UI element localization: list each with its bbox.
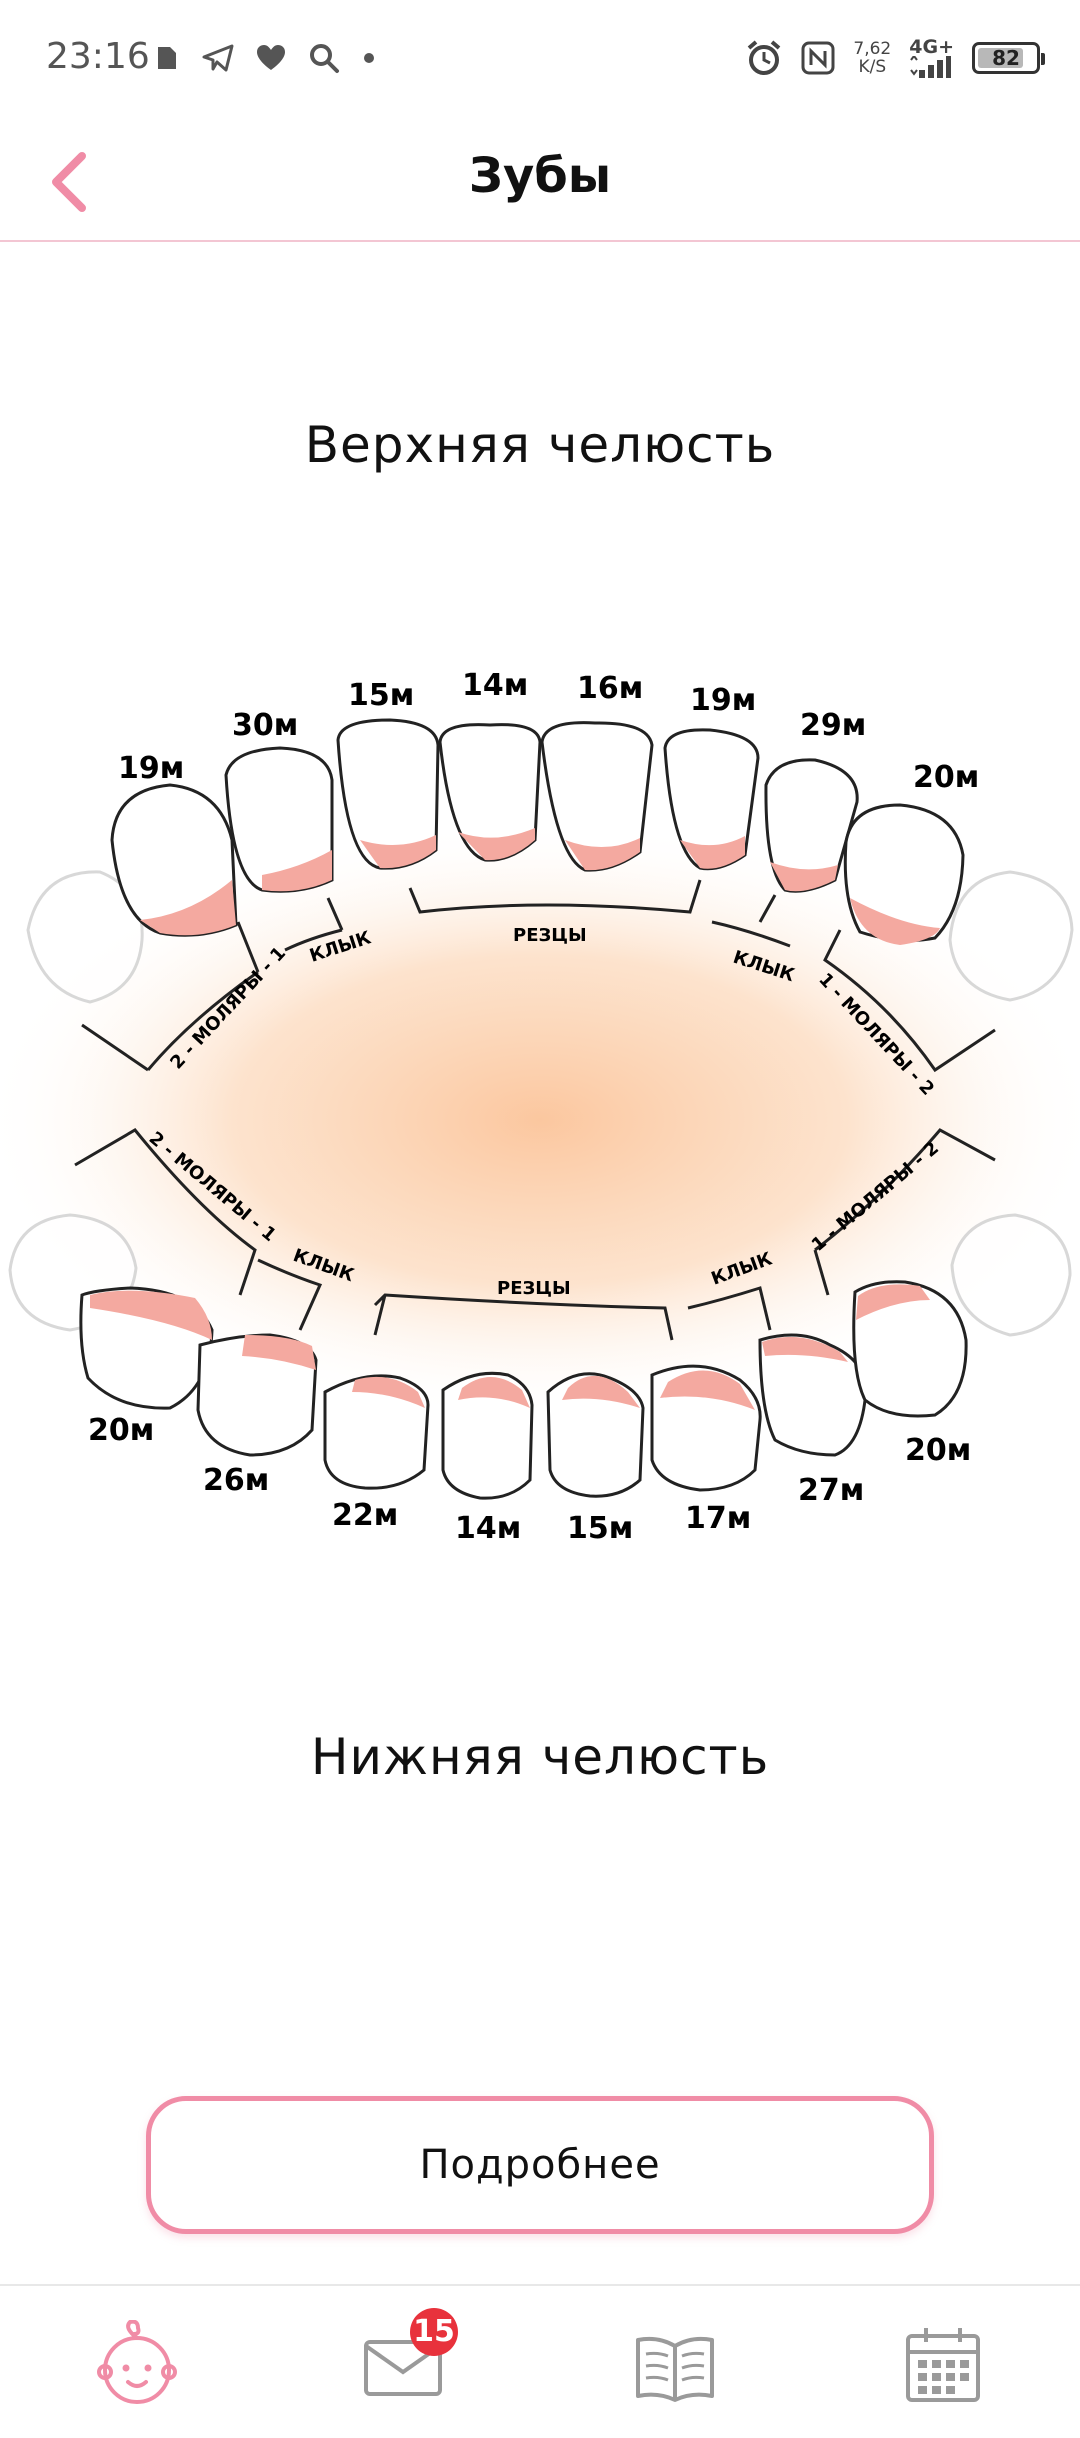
- lower-canine-left-bracket: [257, 1258, 323, 1331]
- mouth-glow: [0, 820, 1080, 1420]
- page-title: Зубы: [468, 148, 612, 204]
- gum-accent: [360, 835, 436, 869]
- gum-accent: [458, 828, 535, 861]
- lower-incisors-bracket: [373, 1293, 674, 1341]
- lower-tooth-age: 26м: [203, 1463, 269, 1498]
- lower-tooth-age: 20м: [88, 1413, 154, 1448]
- upper-incisors-label: РЕЗЦЫ: [513, 925, 587, 946]
- upper-tooth-age: 15м: [348, 678, 414, 713]
- status-right: 7,62 K/S 4G+ 82: [745, 36, 1045, 80]
- baby-face-icon: [97, 2319, 177, 2404]
- status-time: 23:16: [46, 36, 150, 77]
- telegram-icon: [202, 44, 234, 72]
- net-speed-value: 7,62: [853, 39, 892, 59]
- lower-jaw-title: Нижняя челюсть: [310, 1728, 770, 1786]
- app-bar: Зубы: [0, 120, 1080, 242]
- upper-tooth: [110, 783, 238, 937]
- gum-accent: [262, 850, 332, 892]
- gum-accent: [850, 898, 940, 945]
- network-indicator: 4G+: [909, 38, 954, 78]
- nav-item-articles[interactable]: [630, 2320, 720, 2410]
- back-button[interactable]: [34, 142, 114, 222]
- nav-item-baby[interactable]: [92, 2319, 182, 2410]
- gum-accent: [458, 1376, 530, 1408]
- more-details-button[interactable]: Подробнее: [146, 2096, 934, 2234]
- book-icon: [636, 2336, 714, 2402]
- upper-canine-left-bracket: [284, 897, 344, 952]
- search-icon: [310, 44, 339, 73]
- upper-incisors-bracket: [408, 879, 702, 914]
- nav-item-messages[interactable]: 15: [360, 2308, 458, 2410]
- upper-tooth: [843, 803, 965, 942]
- gum-accent: [562, 1375, 640, 1408]
- lower-tooth: [546, 1372, 645, 1498]
- upper-tooth-age: 14м: [462, 668, 528, 703]
- network-type: 4G+: [909, 36, 954, 58]
- faded-tooth: [950, 1213, 1072, 1337]
- upper-tooth-age: 29м: [800, 708, 866, 743]
- upper-jaw-title: Верхняя челюсть: [304, 416, 776, 474]
- upper-tooth-age: 30м: [232, 708, 298, 743]
- lower-molar-left-bracket: [74, 1128, 257, 1296]
- lower-tooth-age: 17м: [685, 1501, 751, 1536]
- chevron-left-icon: [52, 152, 86, 212]
- gum-accent: [856, 1284, 930, 1320]
- lower-tooth-age: 20м: [905, 1433, 971, 1468]
- teeth-diagram: 2 - МОЛЯРЫ - 1 КЛЫК РЕЗЦЫ КЛЫК 1 - МОЛЯР…: [0, 668, 1080, 1546]
- upper-tooth-age: 19м: [118, 751, 184, 786]
- lower-tooth-age: 22м: [332, 1498, 398, 1533]
- messages-badge: 15: [410, 2308, 458, 2356]
- gum-accent: [90, 1290, 212, 1340]
- gum-accent: [680, 836, 745, 869]
- battery-percent: 82: [992, 46, 1020, 70]
- nav-item-calendar[interactable]: [898, 2320, 988, 2410]
- battery-level: [978, 48, 1023, 68]
- lower-molar-right-bracket: [813, 1128, 996, 1296]
- upper-tooth-age: 16м: [577, 671, 643, 706]
- dot-icon: [364, 53, 374, 63]
- gum-accent: [565, 838, 640, 871]
- signal-icon: [910, 56, 952, 78]
- lower-tooth-age: 15м: [567, 1511, 633, 1546]
- gum-accent: [140, 880, 236, 936]
- bottom-navigation: 15: [0, 2284, 1080, 2438]
- lower-tooth: [323, 1374, 430, 1490]
- battery-icon: 82: [972, 42, 1045, 74]
- gum-accent: [762, 1336, 848, 1362]
- upper-molar-right-bracket: [823, 929, 996, 1073]
- faded-tooth: [948, 870, 1074, 1002]
- upper-tooth-age: 19м: [690, 683, 756, 718]
- heart-icon: [257, 45, 285, 70]
- net-speed: 7,62 K/S: [853, 40, 891, 76]
- lower-tooth: [441, 1371, 534, 1500]
- alarm-icon: [748, 40, 781, 75]
- lower-tooth: [852, 1280, 968, 1418]
- status-left-icons: [150, 38, 376, 78]
- lower-tooth: [758, 1333, 868, 1457]
- faded-tooth: [26, 870, 144, 1004]
- sim-icon: [158, 47, 176, 69]
- gum-accent: [352, 1376, 425, 1408]
- lower-tooth-age: 14м: [455, 1511, 521, 1546]
- gum-accent: [660, 1370, 755, 1410]
- gum-accent: [242, 1335, 316, 1370]
- gum-accent: [770, 862, 838, 892]
- upper-tooth-age: 20м: [913, 760, 979, 795]
- net-speed-unit: K/S: [858, 57, 887, 77]
- calendar-icon: [906, 2328, 980, 2402]
- upper-molar-left-bracket: [81, 921, 260, 1072]
- nfc-icon: [801, 41, 835, 75]
- lower-incisors-label: РЕЗЦЫ: [497, 1278, 571, 1299]
- lower-canine-right-bracket: [687, 1286, 772, 1331]
- status-bar: 23:16 7,62 K/S 4G+ 82: [0, 0, 1080, 120]
- upper-canine-right-bracket: [711, 894, 791, 948]
- lower-tooth-age: 27м: [798, 1473, 864, 1508]
